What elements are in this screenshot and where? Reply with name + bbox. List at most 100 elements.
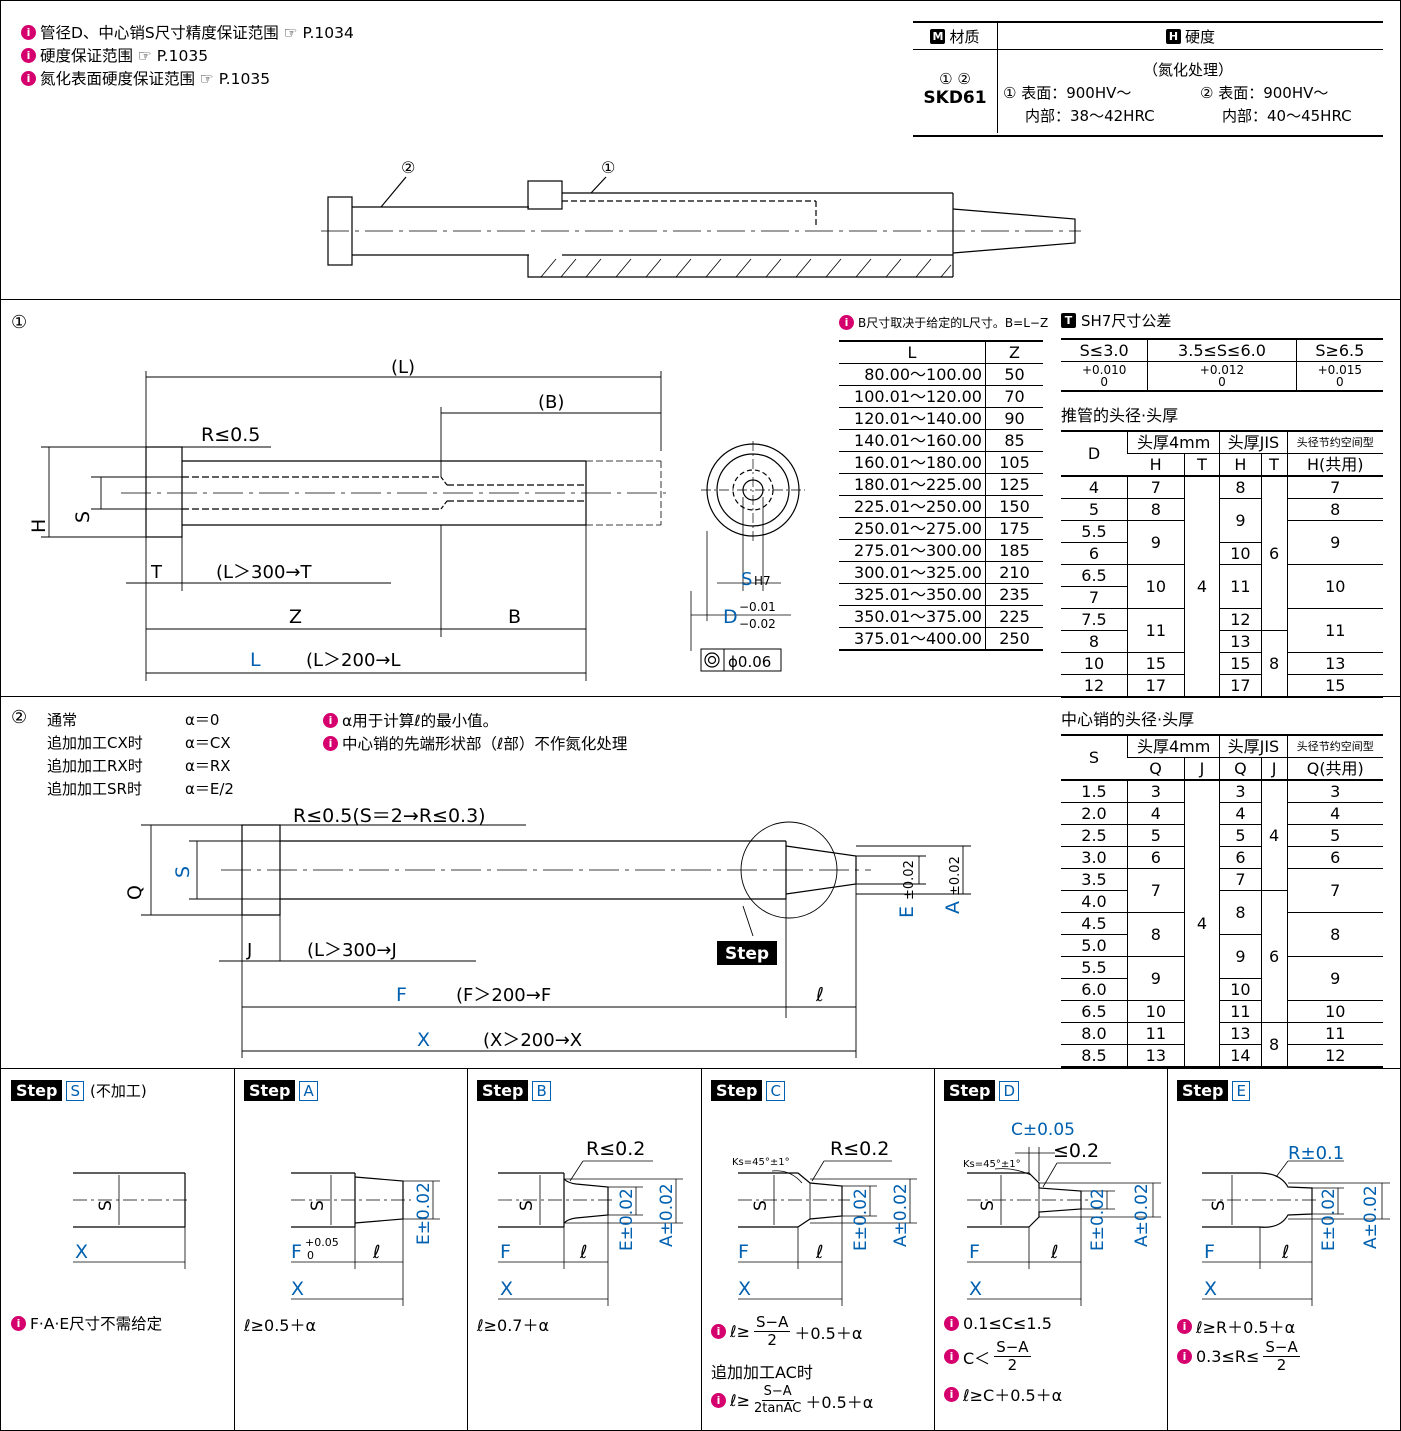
info-icon: i bbox=[1177, 1349, 1192, 1364]
info-icon: i bbox=[21, 47, 36, 63]
assembly-drawing: ② ① bbox=[321, 158, 1081, 278]
material-cell: ① ② SKD61 bbox=[913, 50, 998, 133]
dim-T: T bbox=[150, 562, 163, 583]
divider-2 bbox=[1, 696, 1400, 697]
dim-B: B bbox=[508, 606, 521, 628]
mode-sr: 追加加工SR时 bbox=[47, 780, 142, 798]
step-a-drawing: S E±0.02 F +0.05 0 ℓ X bbox=[291, 1172, 440, 1306]
step-tag: Step bbox=[725, 944, 769, 964]
dim-X-cond: (X＞200→X bbox=[483, 1030, 582, 1051]
step-a-note: ℓ≥0.5＋α bbox=[244, 1316, 317, 1335]
info-icon: i bbox=[21, 24, 36, 40]
treatment-text: （氮化处理） bbox=[1143, 61, 1234, 79]
step-c-ks: Ks=45°±1° bbox=[732, 1157, 790, 1168]
dim-F: F bbox=[396, 984, 407, 1006]
d-label: D bbox=[723, 606, 738, 628]
d-tol-upper: −0.01 bbox=[739, 600, 776, 614]
mode-cx: 追加加工CX时 bbox=[47, 734, 143, 752]
dim-J-cond: (L＞300→J bbox=[307, 940, 397, 961]
step-a-f-tol-up: +0.05 bbox=[305, 1236, 339, 1249]
step-d-dim-x: X bbox=[969, 1278, 982, 1300]
step-a-f-tol-dn: 0 bbox=[307, 1249, 314, 1262]
info-icon: i bbox=[323, 735, 338, 751]
info-icon: i bbox=[944, 1349, 959, 1364]
radius-label: R≤0.5 bbox=[201, 424, 260, 446]
step-d-dim-ell: ℓ bbox=[1050, 1242, 1058, 1263]
dim-A-tol: ±0.02 bbox=[948, 856, 963, 896]
step-e-dim-f: F bbox=[1204, 1241, 1215, 1263]
mode-sr-alpha: α＝E/2 bbox=[185, 780, 234, 798]
part1-drawing: (L) (B) R≤0.5 H S T (L＞300→T Z B L (L＞20… bbox=[28, 357, 805, 681]
step-a-dim-ell: ℓ bbox=[372, 1242, 380, 1263]
info-icon: i bbox=[839, 315, 854, 330]
step-s-dim-x: X bbox=[75, 1241, 88, 1263]
step-c-dim-a: A±0.02 bbox=[891, 1183, 911, 1247]
step-d-dim-f: F bbox=[969, 1241, 980, 1263]
info-icon: i bbox=[11, 1315, 26, 1331]
step-col-div-5 bbox=[1167, 1069, 1168, 1430]
hardness-2-inner: 内部：40～45HRC bbox=[1222, 107, 1352, 125]
dim-B-paren: (B) bbox=[538, 392, 564, 413]
mode-normal: 通常 bbox=[47, 711, 78, 729]
step-e-dim-e: E±0.02 bbox=[1319, 1188, 1339, 1251]
step-col-div-3 bbox=[701, 1069, 702, 1430]
step-d-dim-e: E±0.02 bbox=[1088, 1188, 1108, 1251]
step-e-dim-s: S bbox=[1209, 1200, 1229, 1211]
step-a-dim-s: S bbox=[308, 1200, 328, 1211]
step-d-radius: ≤0.2 bbox=[1053, 1140, 1099, 1162]
step-d-c-label: C±0.05 bbox=[1011, 1120, 1075, 1140]
mode-rx: 追加加工RX时 bbox=[47, 757, 143, 775]
step-b-dim-s: S bbox=[517, 1200, 537, 1211]
info-icon: i bbox=[323, 712, 338, 728]
hardness-1-surface: ① 表面：900HV～ bbox=[1003, 84, 1132, 102]
pin-head-title: 中心销的头径·头厚 bbox=[1061, 710, 1195, 729]
sh7-label: S bbox=[741, 569, 752, 590]
step-b-note: ℓ≥0.7＋α bbox=[477, 1316, 550, 1335]
hardness-2-surface: ② 表面：900HV～ bbox=[1200, 84, 1329, 102]
step-d-dim-s: S bbox=[978, 1200, 998, 1211]
dim-A: A bbox=[942, 901, 964, 914]
concentricity-value: ϕ0.06 bbox=[728, 653, 771, 671]
step-b-dim-x: X bbox=[500, 1278, 513, 1300]
mode-cx-alpha: α＝CX bbox=[185, 734, 231, 752]
step-c-ac-label: 追加加工AC时 bbox=[711, 1363, 813, 1382]
dim-H: H bbox=[28, 519, 50, 533]
step-col-div-1 bbox=[234, 1069, 235, 1430]
step-b-dim-a: A±0.02 bbox=[657, 1183, 677, 1247]
step-c-dim-e: E±0.02 bbox=[851, 1188, 871, 1251]
info-icon: i bbox=[21, 70, 36, 86]
dim-T-cond: (L＞300→T bbox=[216, 562, 312, 583]
dim-E: E bbox=[896, 906, 918, 918]
step-c-dim-s: S bbox=[751, 1200, 771, 1211]
step-tag-bg bbox=[717, 941, 777, 965]
step-b-dim-f: F bbox=[500, 1241, 511, 1263]
dim-Z: Z bbox=[289, 606, 302, 628]
step-col-div-4 bbox=[934, 1069, 935, 1430]
step-a-dim-e: E±0.02 bbox=[414, 1182, 434, 1245]
dim-L-cond: (L＞200→L bbox=[306, 650, 401, 671]
step-b-radius: R≤0.2 bbox=[586, 1138, 645, 1160]
